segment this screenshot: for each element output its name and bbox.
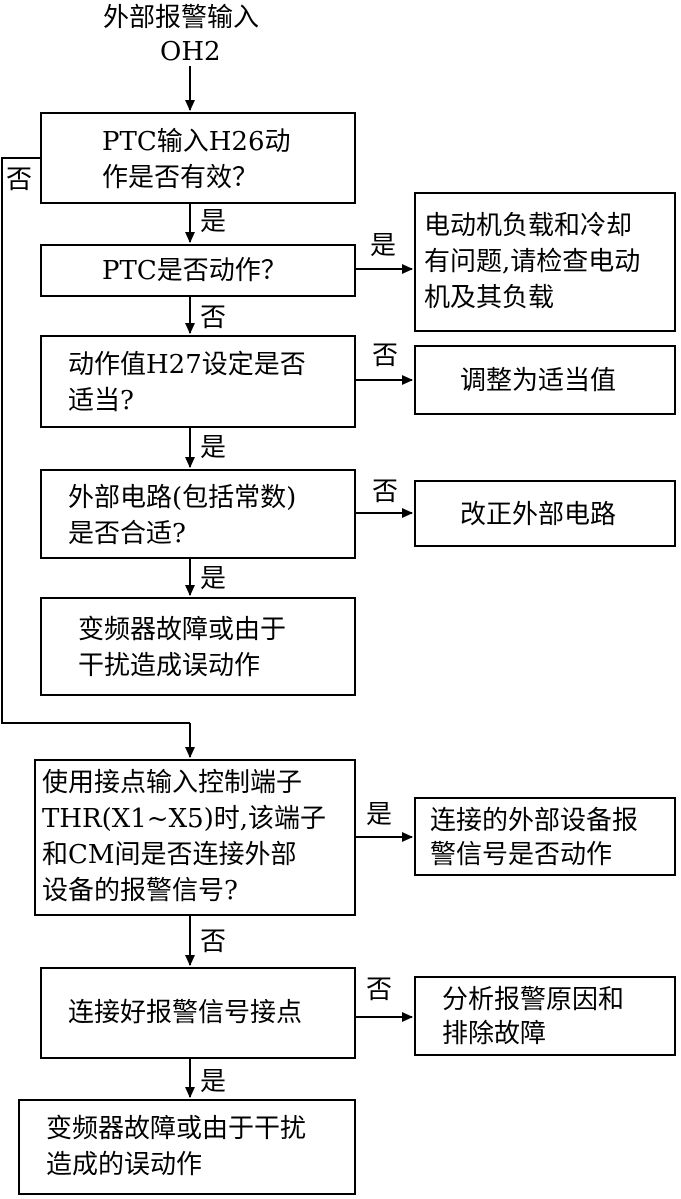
step-line: 设备的报警信号? <box>42 876 238 906</box>
label-yes-1: 是 <box>200 207 227 237</box>
label-no-fix: 否 <box>372 477 399 507</box>
step-line: PTC输入H26动 <box>102 127 291 157</box>
step-line: 动作值H27设定是否 <box>68 350 306 380</box>
label-yes-ext-alarm: 是 <box>366 800 393 830</box>
result-line: 连接的外部设备报 <box>430 806 639 836</box>
label-no-5: 否 <box>200 927 227 957</box>
result-line: 有问题,请检查电动 <box>424 247 641 277</box>
step-line: 作是否有效？ <box>102 163 259 193</box>
input-code: OH2 <box>160 37 221 67</box>
step-line: 是否合适? <box>68 519 186 549</box>
step-line: THR(X1~X5)时,该端子 <box>42 804 327 834</box>
result-analyze: 分析报警原因和 排除故障 <box>414 976 676 1056</box>
step-fault2: 变频器故障或由于干扰 造成的误动作 <box>18 1099 356 1195</box>
label-yes-6: 是 <box>200 1067 227 1097</box>
step-ptc-valid: PTC输入H26动 作是否有效？ <box>40 112 356 204</box>
label-no-bypass: 否 <box>6 165 33 195</box>
step-line: 干扰造成误动作 <box>78 651 261 681</box>
result-motor: 电动机负载和冷却 有问题,请检查电动 机及其负载 <box>414 192 676 332</box>
step-line: 变频器故障或由于干扰 <box>46 1114 307 1144</box>
step-line: 连接好报警信号接点 <box>68 998 303 1028</box>
step-fault1: 变频器故障或由于 干扰造成误动作 <box>40 597 356 696</box>
label-no-2: 否 <box>200 303 227 333</box>
result-line: 调整为适当值 <box>460 366 617 396</box>
step-connect-alarm: 连接好报警信号接点 <box>40 967 356 1059</box>
label-yes-4: 是 <box>200 564 227 594</box>
input-title: 外部报警输入 <box>103 3 260 33</box>
label-no-analyze: 否 <box>366 975 393 1005</box>
label-no-adjust: 否 <box>372 341 399 371</box>
result-line: 分析报警原因和 <box>442 985 625 1015</box>
step-line: 使用接点输入控制端子 <box>42 768 303 798</box>
label-yes-3: 是 <box>200 433 227 463</box>
label-yes-motor: 是 <box>370 231 397 261</box>
step-line: 造成的误动作 <box>46 1150 203 1180</box>
result-line: 排除故障 <box>442 1019 547 1049</box>
result-fix-ext: 改正外部电路 <box>414 480 676 547</box>
step-h27: 动作值H27设定是否 适当? <box>40 335 356 428</box>
step-line: PTC是否动作？ <box>102 256 287 286</box>
step-line: 变频器故障或由于 <box>78 615 287 645</box>
step-ext-circuit: 外部电路(包括常数) 是否合适? <box>40 469 356 559</box>
step-line: 适当? <box>68 386 134 416</box>
step-thr: 使用接点输入控制端子 THR(X1~X5)时,该端子 和CM间是否连接外部 设备… <box>34 759 356 916</box>
step-line: 和CM间是否连接外部 <box>42 840 297 870</box>
bypass-line-no <box>1 157 190 724</box>
result-adjust: 调整为适当值 <box>414 345 676 415</box>
result-line: 警信号是否动作 <box>430 840 613 870</box>
result-line: 改正外部电路 <box>460 500 617 530</box>
step-ptc-act: PTC是否动作？ <box>40 244 356 297</box>
result-line: 电动机负载和冷却 <box>424 211 633 241</box>
result-ext-alarm: 连接的外部设备报 警信号是否动作 <box>414 797 676 876</box>
step-line: 外部电路(包括常数) <box>68 483 297 513</box>
result-line: 机及其负载 <box>424 283 555 313</box>
